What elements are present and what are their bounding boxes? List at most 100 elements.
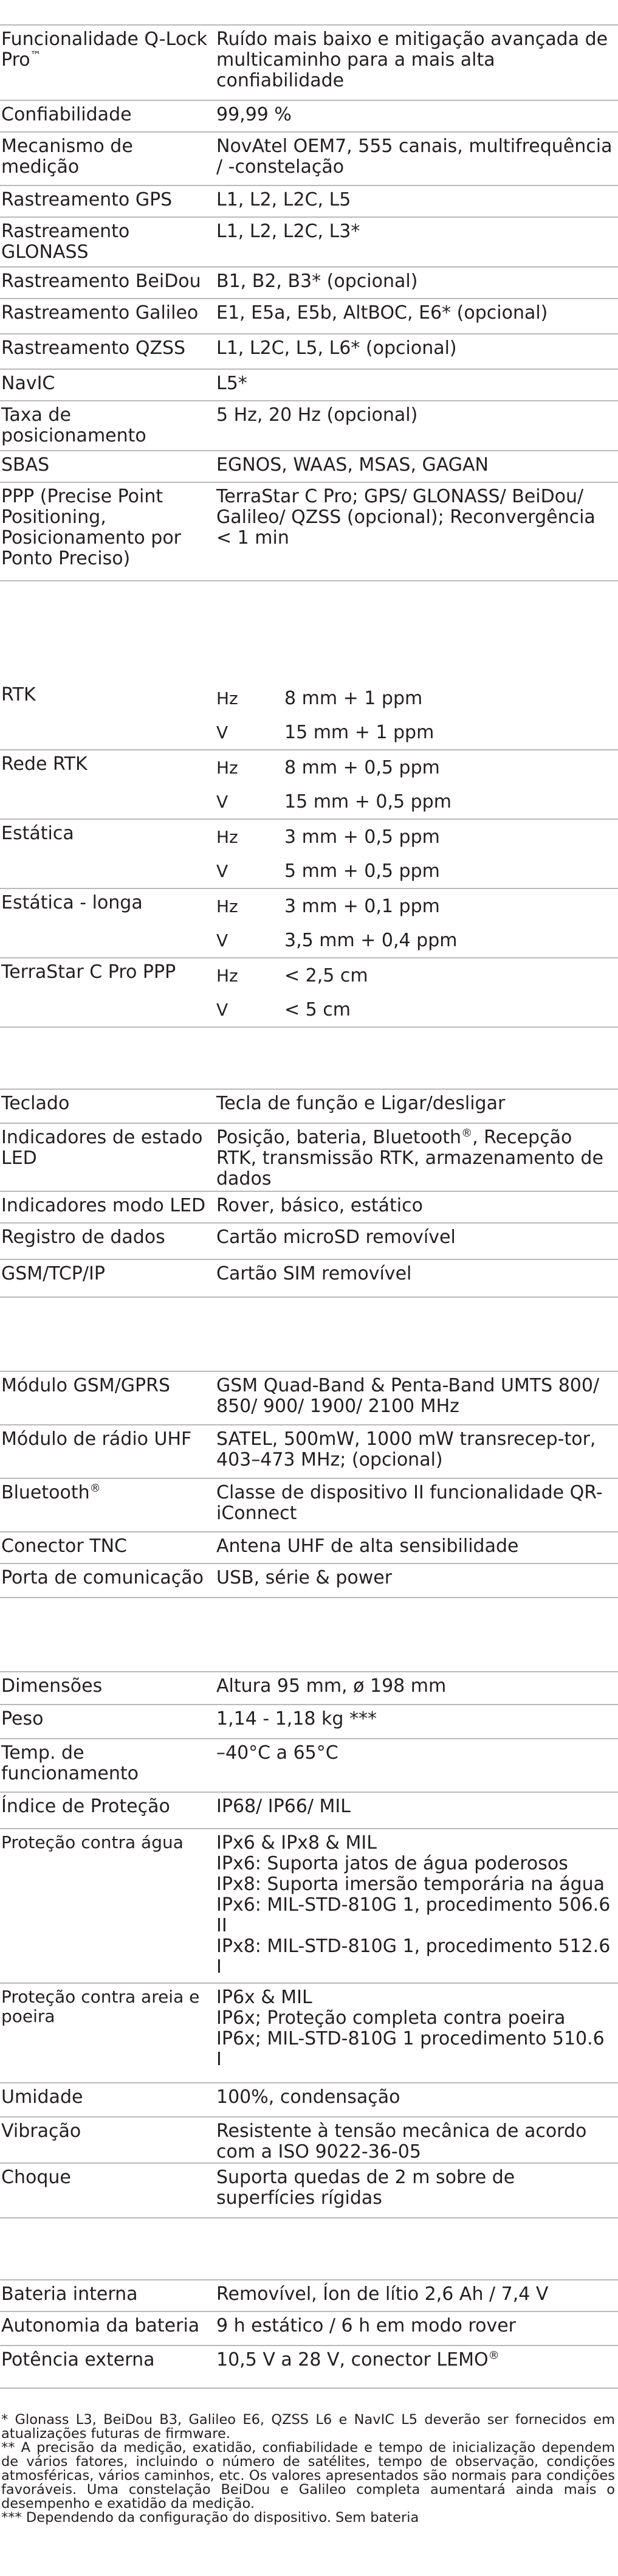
spec-value: Ruído mais baixo e mitigação avançada de…: [216, 29, 608, 91]
gnss-row: NavIC L5*: [0, 370, 618, 401]
accuracy-horizontal-line: Hz < 2,5 cm: [216, 958, 618, 992]
physical-row: Dimensões Altura 95 mm, ø 198 mm: [0, 1671, 618, 1705]
section-gap: [0, 581, 618, 647]
accuracy-values: Hz < 2,5 cm V < 5 cm: [216, 958, 618, 1027]
spec-label: Rastreamento BeiDou: [1, 271, 201, 292]
spec-label: Bateria interna: [1, 2283, 138, 2305]
spec-value: 5 Hz, 20 Hz (opcional): [216, 404, 418, 426]
spec-value: L5*: [216, 373, 247, 394]
spec-value: Tecla de função e Ligar/desligar: [216, 1093, 506, 1114]
spec-label: Funcionalidade Q-Lock Pro™: [1, 29, 208, 71]
spec-label: Índice de Proteção: [1, 1796, 170, 1817]
communication-row: Bluetooth® Classe de dispositivo II funci…: [0, 1479, 618, 1532]
spec-value: EGNOS, WAAS, MSAS, GAGAN: [216, 454, 489, 476]
spec-value: Posição, bateria, Bluetooth®, Recepção R…: [216, 1127, 603, 1189]
axis-label: V: [216, 860, 228, 881]
gnss-row: PPP (Precise Point Positioning, Posicion…: [0, 483, 618, 581]
accuracy-value: < 5 cm: [284, 999, 351, 1020]
spec-value: –40°C a 65°C: [216, 1742, 338, 1764]
accuracy-value: < 2,5 cm: [284, 964, 368, 986]
axis-label: Hz: [216, 826, 238, 847]
gnss-row: Confiabilidade 99,99 %: [0, 101, 618, 133]
spec-label: Peso: [1, 1708, 44, 1729]
section-gap: [0, 1298, 618, 1371]
spec-value: Altura 95 mm, ø 198 mm: [216, 1675, 447, 1697]
spec-label: Bluetooth®: [1, 1482, 101, 1503]
gnss-row: SBAS EGNOS, WAAS, MSAS, GAGAN: [0, 451, 618, 483]
spec-value: Classe de dispositivo II funcionalidade …: [216, 1482, 603, 1524]
spec-label: Choque: [1, 2167, 71, 2188]
spec-label: Módulo de rádio UHF: [1, 1428, 192, 1450]
section-gap: [0, 1598, 618, 1671]
accuracy-value: 15 mm + 1 ppm: [284, 721, 434, 743]
spec-label: SBAS: [1, 454, 50, 476]
spec-label: Rastreamento GPS: [1, 189, 173, 210]
spec-label: NavIC: [1, 373, 55, 394]
footnote: * Glonass L3, BeiDou B3, Galileo E6, QZS…: [1, 2412, 615, 2442]
spec-label: Proteção contra água: [1, 1832, 184, 1852]
spec-value: Rover, básico, estático: [216, 1195, 423, 1216]
spec-value: 10,5 V a 28 V, conector LEMO®: [216, 2349, 500, 2370]
accuracy-value: 3 mm + 0,1 ppm: [284, 895, 440, 917]
accuracy-value: 5 mm + 0,5 ppm: [284, 860, 440, 882]
accuracy-value: 8 mm + 1 ppm: [284, 687, 423, 709]
spec-label: Dimensões: [1, 1675, 103, 1697]
accuracy-vertical-line: V < 5 cm: [216, 992, 618, 1027]
power-row: Bateria interna Removível, Íon de lítio 2…: [0, 2279, 618, 2312]
spec-value: L1, L2, L2C, L3*: [216, 221, 360, 242]
spec-label: Confiabilidade: [1, 104, 132, 125]
footnote: ** A precisão da medição, exatidão, conf…: [1, 2440, 615, 2512]
spec-label: Indicadores de estado LED: [1, 1127, 203, 1169]
spec-label: GSM/TCP/IP: [1, 1263, 105, 1284]
spec-value: L1, L2C, L5, L6* (opcional): [216, 338, 457, 359]
spec-value: Cartão microSD removível: [216, 1227, 456, 1248]
accuracy-label: Estática - longa: [1, 892, 143, 913]
spec-label: Indicadores modo LED: [1, 1195, 206, 1216]
spec-label: Taxa de posicionamento: [1, 404, 146, 446]
spec-value: USB, série & power: [216, 1567, 393, 1588]
spec-label: Potência externa: [1, 2349, 155, 2370]
axis-label: Hz: [216, 688, 238, 708]
spec-label: Módulo GSM/GPRS: [1, 1375, 171, 1396]
accuracy-label: RTK: [1, 684, 36, 705]
physical-row: Temp. de funcionamento –40°C a 65°C: [0, 1739, 618, 1793]
spec-value: IP68/ IP66/ MIL: [216, 1796, 351, 1817]
axis-label: Hz: [216, 757, 238, 778]
spec-label: Temp. de funcionamento: [1, 1742, 139, 1784]
axis-label: Hz: [216, 965, 238, 986]
axis-label: V: [216, 999, 228, 1020]
spec-value: 99,99 %: [216, 104, 292, 125]
spec-value: Removível, Íon de lítio 2,6 Ah / 7,4 V: [216, 2283, 549, 2305]
footnotes: * Glonass L3, BeiDou B3, Galileo E6, QZS…: [1, 2413, 615, 2525]
spec-label: Vibração: [1, 2121, 81, 2142]
spec-label: Rastreamento GLONASS: [1, 221, 130, 263]
spec-label: Rastreamento QZSS: [1, 338, 186, 359]
gnss-row: Rastreamento QZSS L1, L2C, L5, L6* (opcio…: [0, 334, 618, 370]
spec-value: 100%, condensação: [216, 2086, 400, 2108]
spec-value: SATEL, 500mW, 1000 mW transrecep-tor, 40…: [216, 1428, 596, 1470]
interface-row: Indicadores de estado LED Posição, bateri…: [0, 1124, 618, 1192]
